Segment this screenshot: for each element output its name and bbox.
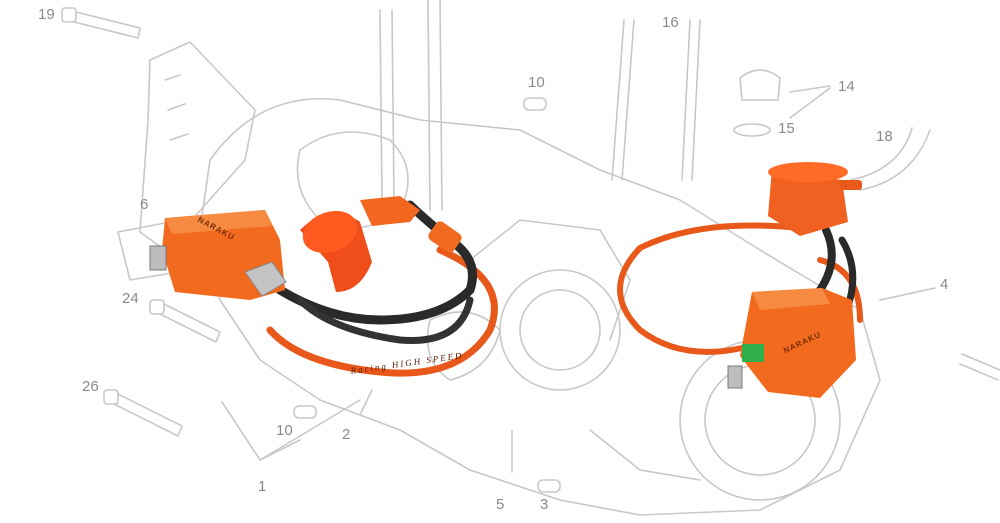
part-number-label: 15 (778, 120, 795, 137)
part-number-label: 1 (258, 478, 267, 495)
part-number-label: 5 (496, 496, 505, 513)
part-number-label: 3 (540, 496, 549, 513)
part-number-label: 2 (342, 426, 351, 443)
part-number-label: 18 (876, 128, 893, 145)
part-number-label: 10 (528, 74, 545, 91)
part-number-label: 4 (940, 276, 949, 293)
part-number-label: 14 (838, 78, 855, 95)
part-number-label: 16 (662, 14, 679, 31)
part-number-label: 6 (140, 196, 149, 213)
part-number-label: 26 (82, 378, 99, 395)
part-number-label: 24 (122, 290, 139, 307)
part-number-label: 10 (276, 422, 293, 439)
part-number-label: 19 (38, 6, 55, 23)
